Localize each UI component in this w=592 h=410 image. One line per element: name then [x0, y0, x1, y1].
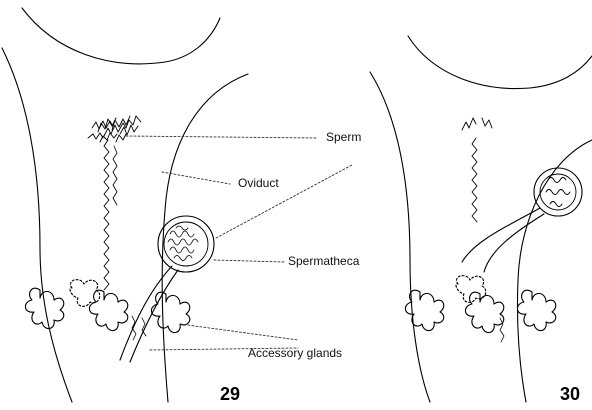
oviduct-right-wall-30 [517, 140, 592, 402]
spermatheca-sperm [168, 226, 198, 261]
leader-lines [126, 136, 352, 350]
label-spermatheca: Spermatheca [288, 254, 359, 268]
label-sperm: Sperm [326, 130, 361, 144]
uterus-upper-outline-30 [408, 36, 592, 89]
uterus-upper-outline [22, 8, 220, 64]
oviduct-left-wall [2, 48, 72, 402]
spermathecal-duct-2 [130, 270, 178, 362]
spermatheca-capsule [158, 216, 214, 272]
oviduct-left-wall-30 [370, 72, 430, 402]
spermatheca-inner [164, 222, 208, 266]
sperm-fragment-2 [482, 118, 492, 128]
accessory-gland-center [89, 290, 127, 330]
sperm-strand [104, 140, 109, 290]
sperm-leader [126, 136, 316, 138]
sperm-fragment [462, 118, 476, 130]
accessory-gland-center-30 [465, 292, 503, 332]
accessory-gland-right-30 [517, 290, 555, 330]
oviduct-right-wall [162, 74, 248, 402]
accessory-gland-right [151, 292, 189, 332]
label-oviduct: Oviduct [238, 176, 279, 190]
spermatheca-sperm-30 [546, 178, 570, 207]
panel-number-29: 29 [220, 384, 240, 405]
sperm-leader-2 [216, 165, 352, 238]
sperm-mass [88, 116, 141, 142]
sperm-strand-30 [472, 138, 477, 222]
label-accessory-glands: Accessory glands [248, 346, 342, 360]
accessory-gland-leader [180, 324, 298, 340]
accessory-gland-left [25, 288, 63, 328]
spermathecal-duct-30 [462, 208, 540, 262]
panel-number-30: 30 [560, 384, 580, 405]
oviduct-leader [162, 172, 230, 184]
panel-30-drawing [370, 36, 592, 402]
spermatheca-leader [214, 260, 284, 262]
sperm-strand-2 [113, 146, 117, 205]
panel-29-drawing [2, 8, 248, 402]
